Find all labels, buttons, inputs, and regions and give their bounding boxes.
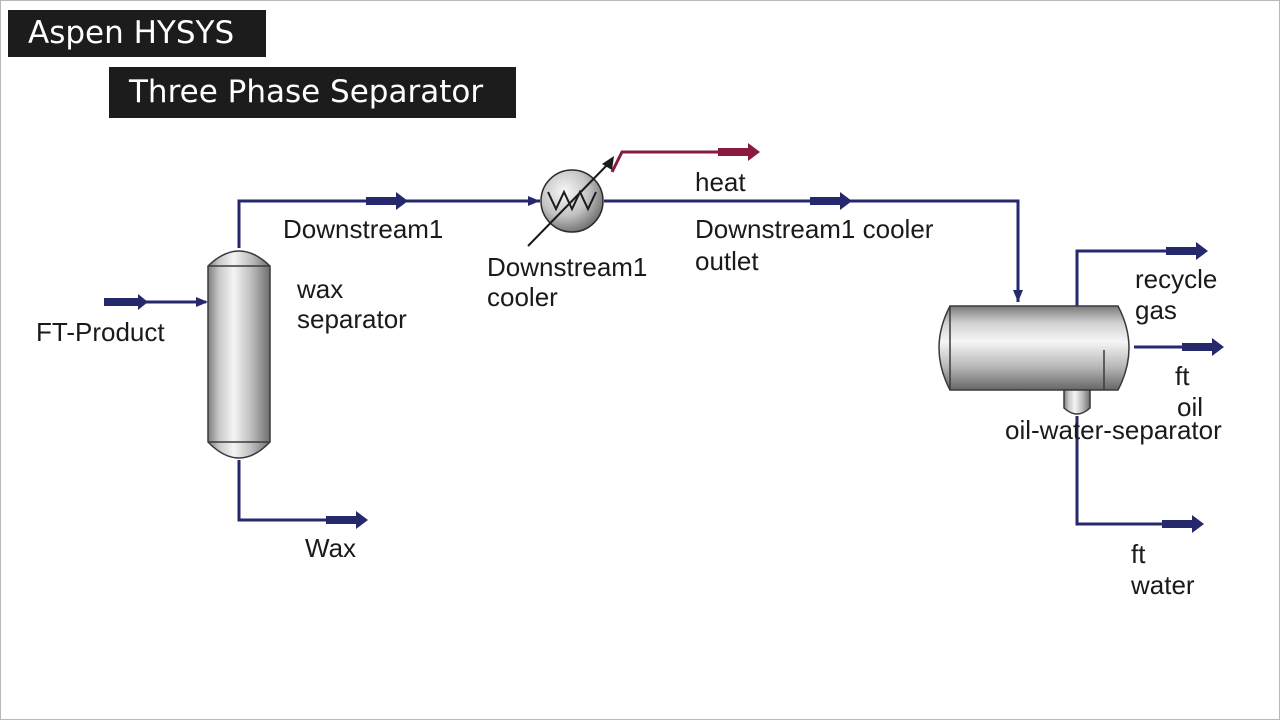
label-wax: Wax xyxy=(305,533,356,563)
wax-separator-vessel[interactable] xyxy=(207,250,271,459)
label-ft-water-2: water xyxy=(1130,570,1195,600)
label-wax-separator-2: separator xyxy=(297,304,407,334)
label-heat: heat xyxy=(695,167,746,197)
label-cooler-2: cooler xyxy=(487,282,558,312)
label-ft-water-1: ft xyxy=(1131,539,1146,569)
label-wax-separator-1: wax xyxy=(296,274,343,304)
label-cooler-outlet-1: Downstream1 cooler xyxy=(695,214,934,244)
label-cooler-outlet-2: outlet xyxy=(695,246,759,276)
label-downstream1: Downstream1 xyxy=(283,214,443,244)
label-ft-oil-1: ft xyxy=(1175,361,1190,391)
label-oil-water-separator: oil-water-separator xyxy=(1005,415,1222,445)
app-name-banner: Aspen HYSYS xyxy=(8,10,266,57)
stream-ft-water-line[interactable] xyxy=(1075,416,1204,533)
stream-ft-oil-line[interactable] xyxy=(1134,338,1224,356)
label-recycle-gas-1: recycle xyxy=(1135,264,1217,294)
label-ft-product: FT-Product xyxy=(36,317,165,347)
stream-recycle-gas-line[interactable] xyxy=(1075,242,1208,306)
label-recycle-gas-2: gas xyxy=(1135,295,1177,325)
stream-heat-line[interactable] xyxy=(610,143,760,173)
oil-water-separator-vessel[interactable] xyxy=(938,305,1130,415)
stream-wax-line[interactable] xyxy=(237,460,368,529)
stream-downstream1-line[interactable] xyxy=(237,192,540,248)
label-cooler-1: Downstream1 xyxy=(487,252,647,282)
page-title-banner: Three Phase Separator xyxy=(109,67,516,118)
stream-ft-product-line[interactable] xyxy=(104,294,208,310)
stream-cooler-outlet-line[interactable] xyxy=(604,192,1023,302)
label-ft-oil-2: oil xyxy=(1177,392,1203,422)
cooler-unit[interactable] xyxy=(527,156,614,247)
